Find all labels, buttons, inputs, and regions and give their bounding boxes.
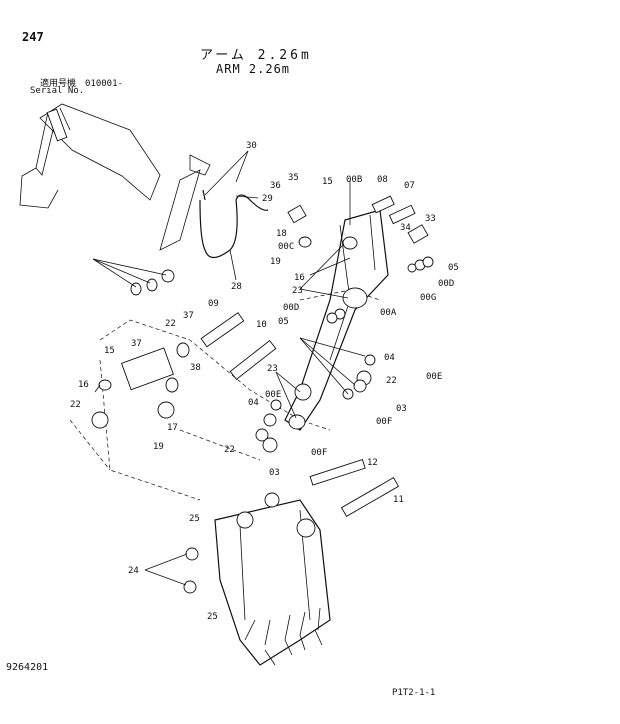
callout-28: 28 [231,282,242,292]
callout-08: 08 [377,175,388,185]
serial-label-english: Serial No. [30,86,85,96]
callout-00F-right: 00F [376,417,392,427]
callout-labels: 30 29 28 36 35 15 00B 08 07 18 00C 19 16… [70,141,459,622]
callout-29: 29 [262,194,273,204]
callout-33: 33 [425,214,436,224]
callout-04-right: 04 [384,353,395,363]
washers-and-seals [255,204,434,453]
callout-23-top: 23 [292,286,303,296]
arm-structure [284,209,389,431]
callout-00G-right: 00G [420,293,436,303]
callout-09: 09 [208,299,219,309]
callout-38: 38 [190,363,201,373]
callout-19-top: 19 [270,257,281,267]
callout-37-mid: 37 [183,311,194,321]
callout-05-right: 05 [448,263,459,273]
callout-23-low: 23 [267,364,278,374]
callout-05-mid: 05 [278,317,289,327]
callout-00D-right: 00D [438,279,454,289]
callout-12: 12 [367,458,378,468]
page-number: 247 [22,30,44,44]
callout-30: 30 [246,141,257,151]
callout-22-left-2: 22 [70,400,81,410]
callout-04-left: 04 [248,398,259,408]
callout-10: 10 [256,320,267,330]
excavator-overview-sketch [19,103,161,209]
callout-34: 34 [400,223,411,233]
callout-35: 35 [288,173,299,183]
serial-label-japanese: 適用号機 010001- [40,79,123,89]
callout-00D-mid: 00D [283,303,299,313]
callout-11: 11 [393,495,404,505]
callout-36: 36 [270,181,281,191]
title-japanese: アーム 2.26m [200,48,312,63]
callout-25-bottom: 25 [207,612,218,622]
callout-15-top: 15 [322,177,333,187]
callout-22-bottom: 22 [224,445,235,455]
callout-37-left: 37 [131,339,142,349]
leader-lines [92,150,366,586]
document-number: 9264201 [6,662,49,673]
callout-25-top: 25 [189,514,200,524]
callout-17: 17 [167,423,178,433]
callout-15-left: 15 [104,346,115,356]
callout-00F-bottom: 00F [311,448,327,458]
title-english: ARM 2.26m [216,62,291,76]
callout-00E-left: 00E [265,390,281,400]
bucket [183,492,331,666]
callout-00B: 00B [346,175,362,185]
callout-16-left: 16 [78,380,89,390]
callout-18: 18 [276,229,287,239]
callout-22-right: 22 [386,376,397,386]
callout-16-top: 16 [294,273,305,283]
callout-03-bottom: 03 [269,468,280,478]
callout-22-left: 22 [165,319,176,329]
linkage-parts [91,269,190,429]
pins [200,195,416,517]
callout-00C: 00C [278,242,294,252]
callout-03-right: 03 [396,404,407,414]
callout-24: 24 [128,566,139,576]
callout-07: 07 [404,181,415,191]
callout-19-left: 19 [153,442,164,452]
callout-00A: 00A [380,308,397,318]
hydraulic-hoses [159,154,269,259]
page-code: P1T2-1-1 [392,688,436,698]
callout-00E-right: 00E [426,372,442,382]
